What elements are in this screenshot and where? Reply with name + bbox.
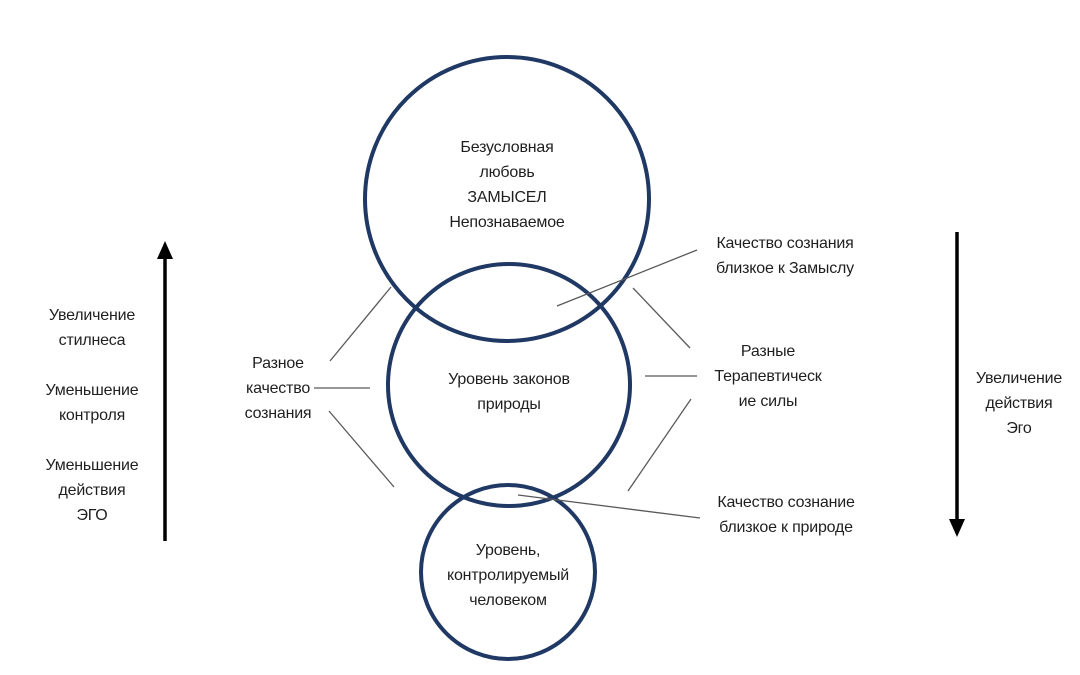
annotation-right: Разные Терапевтическ ие силы bbox=[714, 343, 822, 410]
circle-top-label: Безусловная любовь ЗАМЫСЕЛ Непознаваемое bbox=[449, 139, 565, 231]
down-arrow-head bbox=[949, 519, 965, 537]
circle-middle bbox=[386, 262, 632, 508]
circle-middle-label: Уровень законов природы bbox=[448, 371, 570, 413]
left-axis-label-3: Уменьшение действия ЭГО bbox=[45, 457, 139, 524]
left-axis-label-1: Увеличение стилнеса bbox=[48, 307, 136, 349]
connector-top-right bbox=[556, 249, 698, 307]
connector-right-lower bbox=[627, 398, 692, 492]
up-arrow bbox=[157, 241, 173, 541]
connector-right-upper bbox=[632, 287, 691, 349]
annotation-bottom-right: Качество сознание близкое к природе bbox=[717, 494, 855, 536]
left-axis-label-2: Уменьшение контроля bbox=[45, 382, 139, 424]
up-arrow-head bbox=[157, 241, 173, 259]
annotation-left: Разное качество сознания bbox=[244, 355, 312, 422]
circle-bottom bbox=[419, 483, 597, 661]
connector-left-upper bbox=[329, 286, 392, 362]
right-axis-label: Увеличение действия Эго bbox=[975, 370, 1063, 437]
annotation-top-right: Качество сознания близкое к Замыслу bbox=[716, 235, 854, 277]
circle-bottom-label: Уровень, контролируемый человеком bbox=[446, 542, 570, 609]
down-arrow bbox=[949, 232, 965, 537]
circle-top bbox=[363, 55, 651, 343]
connector-bottom-right bbox=[517, 494, 701, 519]
connector-left-lower bbox=[328, 410, 395, 488]
